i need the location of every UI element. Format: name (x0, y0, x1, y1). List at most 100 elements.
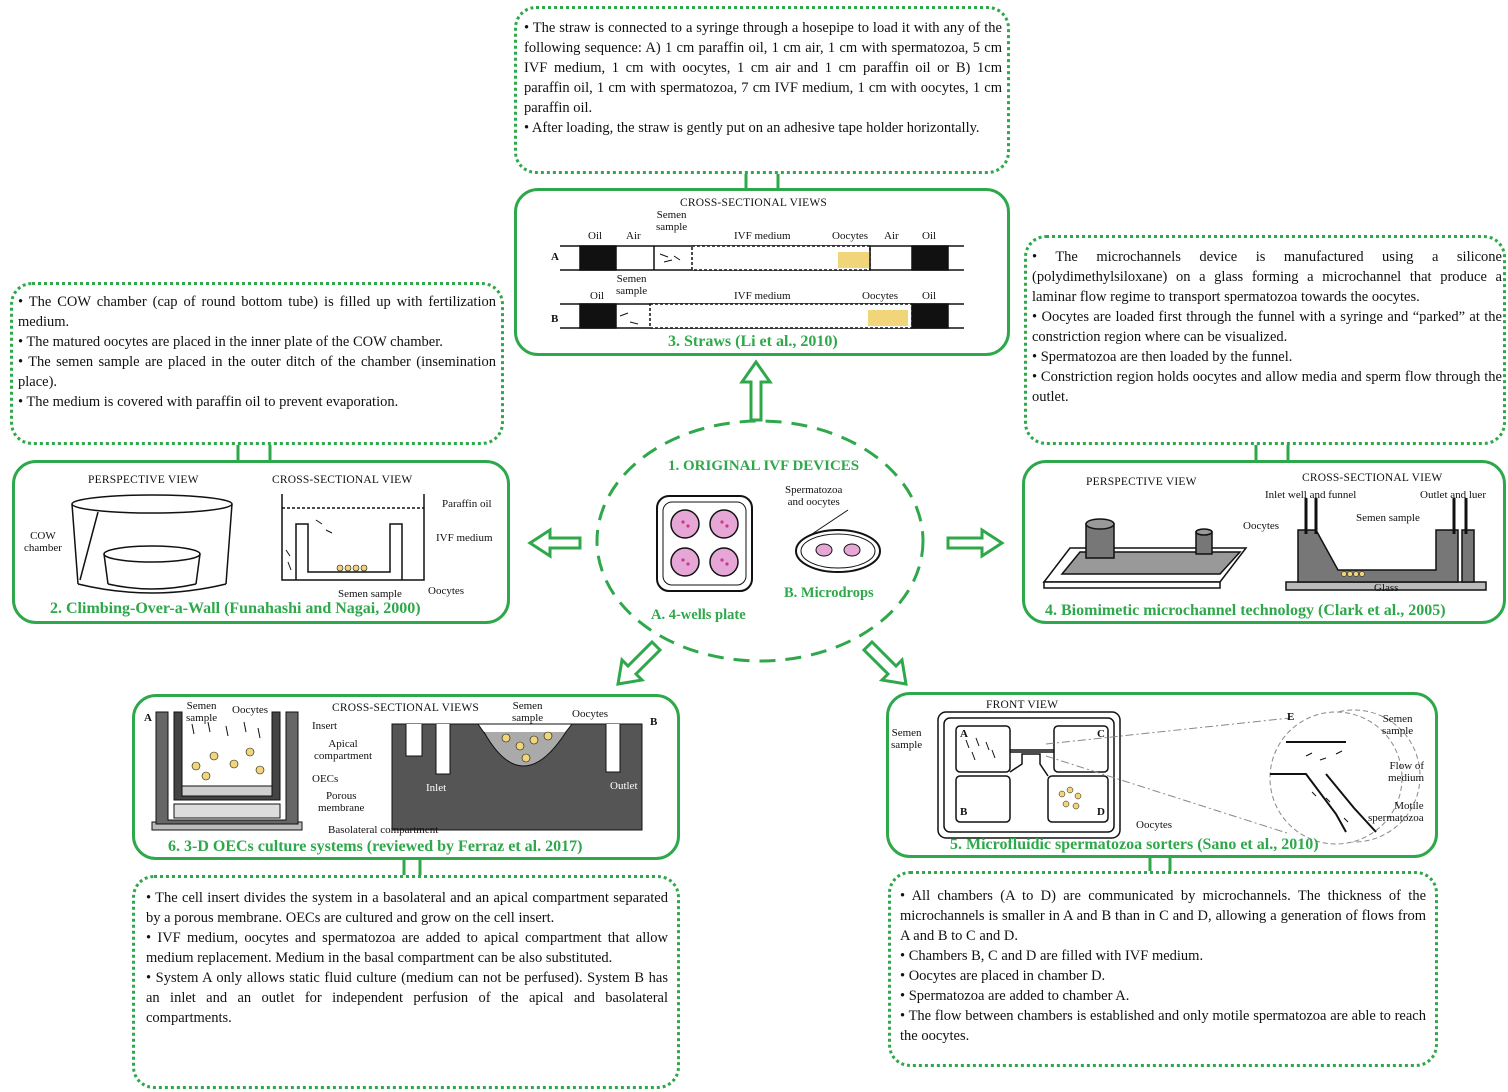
oec-notes: • The cell insert divides the system in … (146, 888, 668, 1028)
micro-perspective-label: PERSPECTIVE VIEW (1086, 476, 1197, 488)
oec-a-label: A (144, 712, 152, 724)
micro-inlet-label: Inlet well and funnel (1265, 489, 1357, 501)
straws-note-1: • The straw is connected to a syringe th… (524, 20, 1002, 116)
straws-b-ivf: IVF medium (734, 290, 791, 302)
cow-note-4: • The medium is covered with paraffin oi… (18, 394, 399, 410)
straws-row-b: B (551, 313, 559, 325)
center-label-a: A. 4-wells plate (651, 607, 746, 623)
oec-note-3: • System A only allows static fluid cult… (146, 970, 669, 1026)
micro-cross-figure (1285, 498, 1487, 591)
straws-a-air-right: Air (884, 230, 899, 242)
micro-semen-label: Semen sample (1356, 512, 1420, 524)
oec-note-1: • The cell insert divides the system in … (146, 890, 668, 926)
oec-inlet-label: Inlet (426, 782, 447, 794)
arrow-downleft-oec (616, 639, 663, 686)
microdrops-figure (795, 529, 881, 573)
straws-notes-box (514, 6, 1010, 174)
micro-oocytes-label: Oocytes (1243, 520, 1280, 532)
sorter-zoom-circle (1269, 711, 1403, 845)
sorter-figure (937, 711, 1121, 839)
micro-note-3: • Spermatozoa are then loaded by the fun… (1032, 349, 1293, 365)
straws-row-a: A (551, 251, 559, 263)
sorter-caption: 5. Microfluidic spermatozoa sorters (San… (950, 836, 1319, 853)
arrow-right-micro (946, 527, 1005, 559)
sorter-chamber-b: B (960, 806, 968, 818)
oec-oecs-label: OECs (312, 773, 339, 785)
oec-note-2: • IVF medium, oocytes and spermatozoa ar… (146, 930, 669, 966)
cow-note-2: • The matured oocytes are placed in the … (18, 334, 443, 350)
straws-b-oil-left: Oil (590, 290, 605, 302)
oec-outlet-label: Outlet (610, 780, 638, 792)
straws-caption: 3. Straws (Li et al., 2010) (668, 333, 838, 350)
arrow-downright-sorter (861, 639, 908, 686)
cow-box (12, 460, 510, 624)
cow-cross-figure (281, 494, 425, 581)
cow-note-3: • The semen sample are placed in the out… (18, 354, 496, 390)
straws-a-ivf: IVF medium (734, 230, 791, 242)
arrow-left-cow (527, 527, 582, 559)
oec-oocytes-a: Oocytes (232, 704, 269, 716)
micro-cross-label: CROSS-SECTIONAL VIEW (1302, 472, 1443, 484)
cow-notes-box (10, 282, 504, 445)
sorter-note-1: • All chambers (A to D) are communicated… (900, 888, 1427, 944)
center-label-b: B. Microdrops (784, 585, 874, 601)
oec-oocytes-b: Oocytes (572, 708, 609, 720)
straws-note-2: • After loading, the straw is gently put… (524, 120, 980, 136)
cow-oocytes-label: Oocytes (428, 585, 465, 597)
arrow-up-straws (739, 359, 773, 422)
oec-system-b-figure (391, 723, 643, 831)
sorter-chamber-a: A (960, 728, 968, 740)
sorter-note-3: • Oocytes are placed in chamber D. (900, 968, 1106, 984)
straws-a-air-left: Air (626, 230, 641, 242)
straws-a-oil-left: Oil (588, 230, 603, 242)
straws-b-oil-right: Oil (922, 290, 937, 302)
sorter-chamber-d: D (1097, 806, 1105, 818)
microdrops-pointer (811, 509, 849, 535)
oec-b-label: B (650, 716, 658, 728)
straws-figure (560, 245, 964, 329)
cow-paraffin-label: Paraffin oil (442, 498, 492, 510)
sorter-notes: • All chambers (A to D) are communicated… (900, 886, 1426, 1046)
straws-a-oil-right: Oil (922, 230, 937, 242)
micro-outlet-label: Outlet and luer (1420, 489, 1486, 501)
cow-perspective-figure (71, 494, 233, 594)
four-wells-plate-figure (656, 495, 753, 592)
cow-cross-label: CROSS-SECTIONAL VIEW (272, 474, 413, 486)
straws-a-oocytes: Oocytes (832, 230, 869, 242)
sorter-oocytes-label: Oocytes (1136, 819, 1173, 831)
cow-note-1: • The COW chamber (cap of round bottom t… (18, 294, 496, 330)
oec-notes-box (132, 875, 680, 1089)
micro-silicone-label: Silicone (1370, 547, 1407, 559)
oec-header: CROSS-SECTIONAL VIEWS (332, 702, 480, 714)
sorter-notes-box (888, 871, 1438, 1067)
sorter-front-label: FRONT VIEW (986, 699, 1059, 711)
straws-header: CROSS-SECTIONAL VIEWS (680, 197, 828, 209)
oec-basolateral-label: Basolateral compartment (328, 824, 439, 836)
sorter-zoom-figure (1045, 709, 1421, 843)
cow-ivf-label: IVF medium (436, 532, 493, 544)
micro-note-1: • The microchannels device is manufactur… (1032, 249, 1502, 305)
oec-system-a-figure (151, 711, 303, 831)
oec-caption: 6. 3-D OECs culture systems (reviewed by… (168, 838, 583, 855)
center-title: 1. ORIGINAL IVF DEVICES (668, 458, 860, 474)
micro-notes-box (1024, 235, 1506, 445)
cow-perspective-label: PERSPECTIVE VIEW (88, 474, 199, 486)
micro-note-4: • Constriction region holds oocytes and … (1032, 369, 1502, 405)
cow-semen-label: Semen sample (338, 588, 402, 600)
straws-b-oocytes: Oocytes (862, 290, 899, 302)
oec-insert-label: Insert (312, 720, 338, 732)
sorter-zoom-e: E (1287, 711, 1295, 723)
sorter-note-5: • The flow between chambers is establish… (900, 1008, 1426, 1044)
straws-notes: • The straw is connected to a syringe th… (524, 18, 1002, 138)
